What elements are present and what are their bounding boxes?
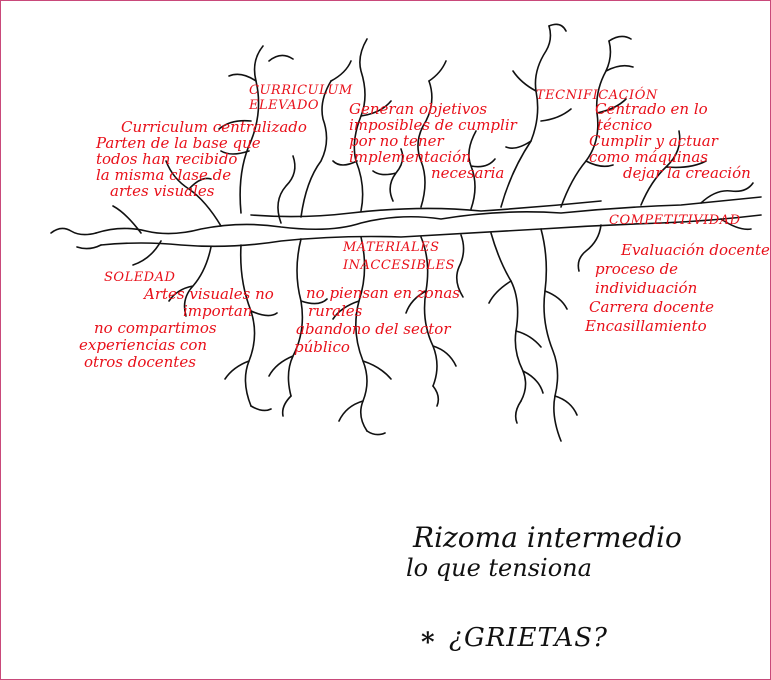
- note-curriculum: Curriculum centralizado Parten de la bas…: [96, 119, 307, 199]
- note-line: Cumplir y actuar: [589, 133, 751, 149]
- note-line: implementación: [349, 149, 517, 165]
- note-line: Generan objetivos: [349, 101, 517, 117]
- note-line: artes visuales: [110, 183, 307, 199]
- node-curriculum-elevado: CURRICULUM ELEVADO: [249, 83, 359, 113]
- note-line: Evaluación docente: [621, 241, 770, 260]
- note-line: por no tener: [349, 133, 517, 149]
- note-docente: Evaluación docente proceso de individuac…: [589, 241, 770, 336]
- note-line: la misma clase de: [96, 167, 307, 183]
- note-line: Curriculum centralizado: [121, 119, 307, 135]
- note-line: importan: [183, 303, 274, 320]
- handwriting-rizoma: Rizoma intermedio: [413, 521, 682, 554]
- note-line: público: [294, 338, 460, 356]
- root-down-15: [251, 386, 521, 435]
- note-line: Encasillamiento: [585, 317, 770, 336]
- note-line: no compartimos: [94, 320, 274, 337]
- note-line: Carrera docente: [589, 298, 770, 317]
- node-competitividad: COMPETITIVIDAD: [609, 214, 741, 227]
- note-tecnico: Centrado en lo técnico Cumplir y actuar …: [589, 101, 751, 181]
- handwriting-grietas: ¿GRIETAS?: [449, 623, 608, 653]
- note-soledad: Artes visuales no importan no compartimo…: [79, 286, 274, 371]
- note-line: Centrado en lo: [595, 101, 751, 117]
- root-down-12: [545, 291, 577, 415]
- note-rurales: no piensan en zonas rurales abandono del…: [306, 284, 460, 356]
- handwriting-tensiona: lo que tensiona: [406, 554, 592, 582]
- root-down-3: [288, 239, 302, 396]
- note-line: proceso de: [595, 260, 770, 279]
- note-line: técnico: [597, 117, 751, 133]
- node-soledad: SOLEDAD: [104, 271, 175, 284]
- root-left-1: [51, 228, 101, 248]
- note-line: abandono del sector: [296, 320, 460, 338]
- note-line: todos han recibido: [96, 151, 307, 167]
- root-up-14: [269, 24, 631, 81]
- note-objetivos: Generan objetivos imposibles de cumplir …: [349, 101, 517, 181]
- root-left-2: [113, 206, 161, 265]
- note-line: Artes visuales no: [144, 286, 274, 303]
- note-line: experiencias con: [79, 337, 274, 354]
- note-line: no piensan en zonas: [306, 284, 460, 302]
- note-line: individuación: [595, 279, 770, 298]
- note-line: otros docentes: [84, 354, 274, 371]
- note-line: imposibles de cumplir: [349, 117, 517, 133]
- note-line: necesaria: [431, 165, 517, 181]
- root-down-9: [491, 233, 526, 401]
- note-line: Parten de la base que: [96, 135, 307, 151]
- note-line: dejar la creación: [623, 165, 751, 181]
- root-down-11: [541, 229, 561, 441]
- note-line: como máquinas: [589, 149, 751, 165]
- bullet-asterisk: *: [421, 628, 435, 658]
- node-materiales-inaccesibles: MATERIALES INACCESIBLES: [343, 239, 493, 275]
- note-line: rurales: [308, 302, 460, 320]
